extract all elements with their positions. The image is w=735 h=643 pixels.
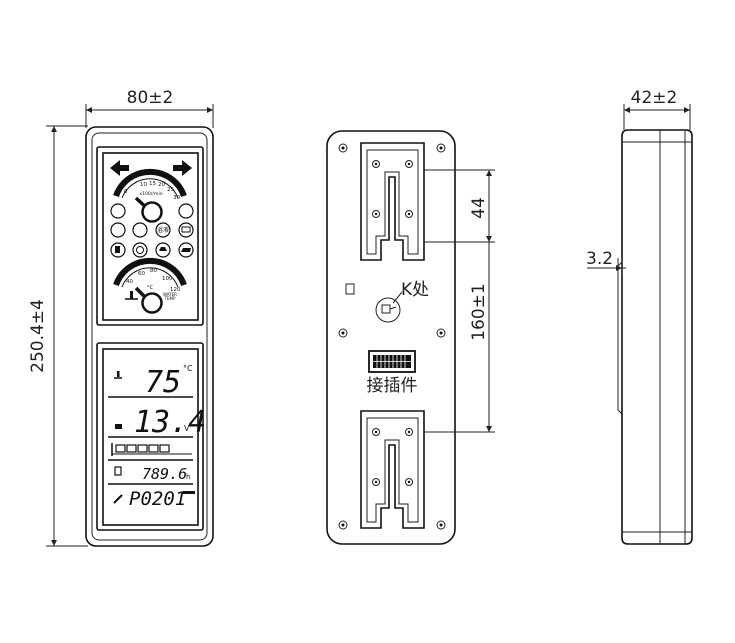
tachometer-gauge: 0 10 15 20 25 30 x100r/min [113,168,187,223]
temp-unit: °C [147,285,154,291]
coolant-icon [125,291,138,300]
front-width-dimension: 80±2 [127,88,174,108]
tach-tick-20: 20 [158,182,165,188]
upper-bracket [360,142,425,261]
tach-tick-25: 25 [167,187,174,193]
lcd-hours-unit: h [186,473,190,481]
label-plate [345,283,355,295]
lower-bracket [360,410,425,529]
lcd-fault-code: P0201 [129,488,186,510]
lcd-display: 75 °C 13.4 V 789.6 h [108,364,206,510]
right-turn-arrow-icon [173,160,192,176]
bracket-spacing-dimension: 160±1 [469,283,489,341]
temp-tick-120: 120 [170,287,181,293]
indicator-lamps: 浴液 [110,203,194,258]
k-point-label: K处 [401,280,429,300]
left-turn-arrow-icon [110,160,129,176]
temp-needle-hub [141,292,163,314]
fuel-bar-graph [111,443,192,456]
lcd-voltage: 13.4 [134,405,206,440]
indicator-label: 浴液 [157,226,169,234]
battery-small-icon [115,424,122,429]
temp-tick-60: 60 [138,271,145,277]
side-width-dimension: 42±2 [631,88,678,108]
lcd-hours: 789.6 [142,465,187,483]
lcd-temperature: 75 [145,365,181,400]
lcd-voltage-unit: V [184,424,190,433]
tach-tick-15: 15 [149,181,156,187]
front-height-dimension: 250.4±4 [28,299,48,373]
temp-caption: TEMP [164,296,176,301]
side-view: 42±2 3.2 [586,88,693,545]
k-point-detail: K处 [375,280,429,323]
brake-icon [132,242,148,258]
connector: 接插件 [367,350,418,396]
tach-needle-hub [141,201,163,223]
battery-icon [181,226,191,233]
temp-tick-80: 80 [150,268,157,274]
wrench-icon [113,494,123,504]
tach-tick-0: 0 [124,189,128,195]
back-view: 44 160±1 K处 接插件 [326,130,495,545]
bracket-height-dimension: 44 [469,197,489,219]
temp-tick-40: 40 [126,279,133,285]
mounting-screws [338,143,446,530]
coolant-small-icon [114,371,122,379]
temp-tick-100: 100 [162,276,173,282]
hourglass-icon [114,466,122,476]
water-temp-gauge: 40 60 80 100 120 °C WATER TEMP [113,257,187,314]
tach-tick-10: 10 [140,182,147,188]
tach-tick-30: 30 [173,195,180,201]
lcd-temperature-unit: °C [183,364,193,373]
side-step-dimension: 3.2 [586,249,613,269]
water-caption: WATER [163,292,177,297]
tach-unit: x100r/min [139,191,162,197]
connector-label: 接插件 [367,376,418,396]
front-view: 80±2 250.4±4 0 10 15 20 25 30 [28,88,214,547]
